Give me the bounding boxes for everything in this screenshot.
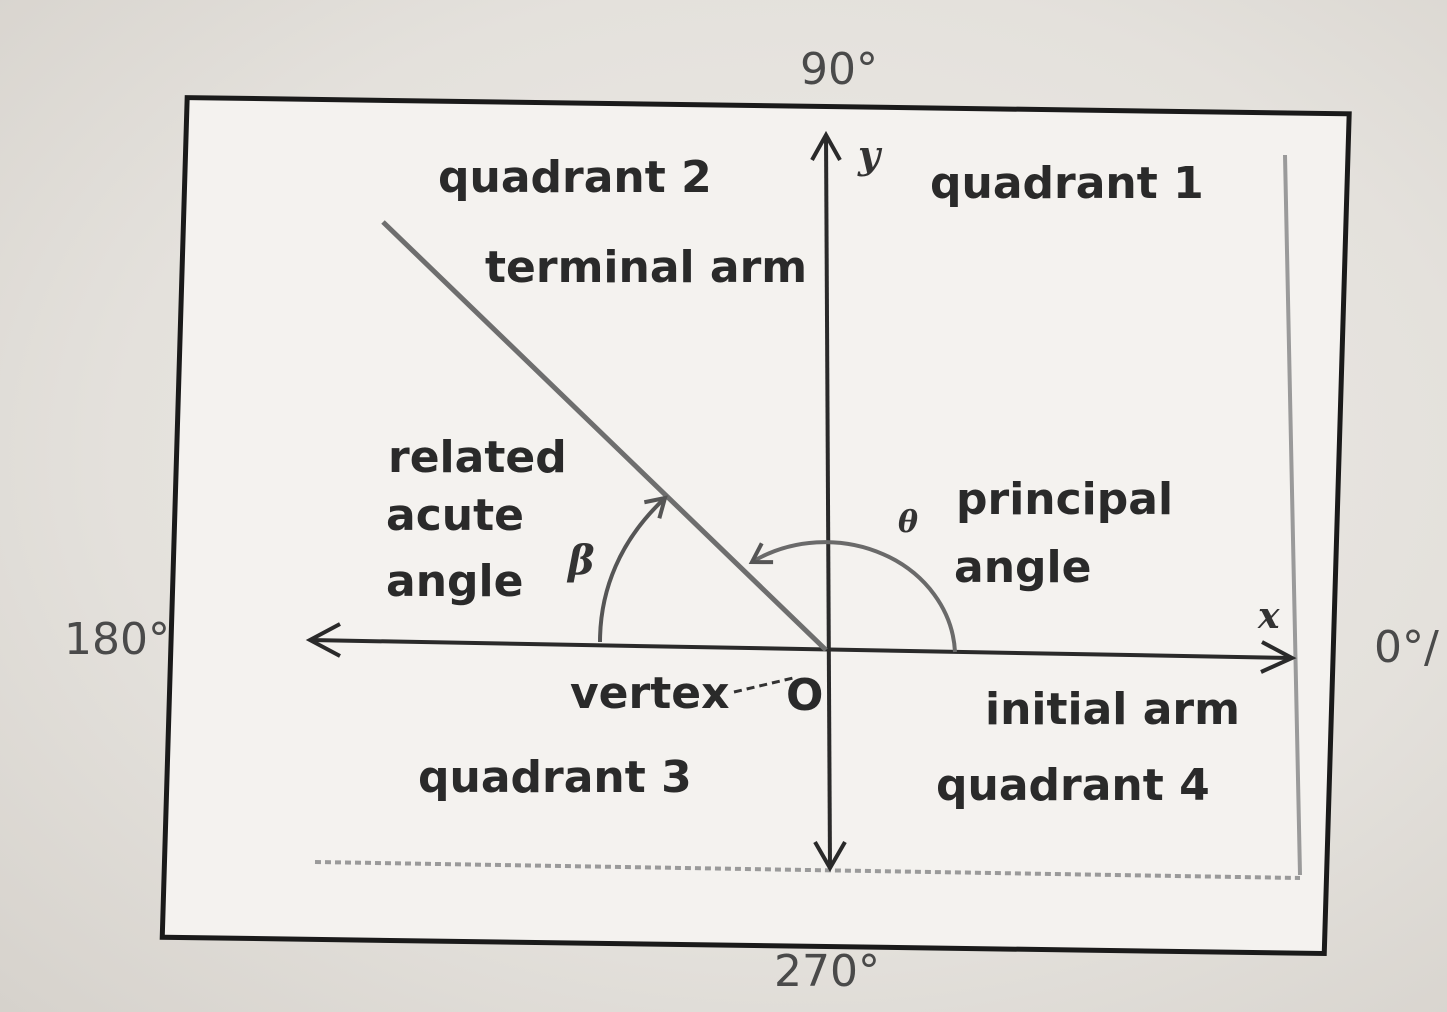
x-axis bbox=[309, 638, 1293, 660]
x-axis-label: x bbox=[1257, 595, 1280, 637]
theta-symbol: θ bbox=[898, 505, 918, 540]
quadrant-4-label: quadrant 4 bbox=[936, 760, 1210, 811]
inner-frame-bottom bbox=[314, 860, 1301, 880]
y-axis-bottom-arrowhead bbox=[813, 841, 847, 873]
principal-angle-label-line1: principal bbox=[956, 474, 1173, 525]
y-axis bbox=[824, 134, 832, 869]
vertex-label: vertex bbox=[570, 668, 729, 719]
y-axis-label: y bbox=[857, 132, 883, 177]
related-angle-label-line3: angle bbox=[386, 556, 523, 607]
x-axis-right-arrowhead bbox=[1260, 640, 1297, 674]
handwritten-90-degrees: 90° bbox=[800, 44, 878, 95]
terminal-arm bbox=[381, 220, 828, 652]
quadrant-2-label: quadrant 2 bbox=[438, 152, 712, 203]
related-angle-label-line1: related bbox=[388, 432, 567, 483]
handwritten-270-degrees: 270° bbox=[774, 946, 880, 997]
beta-symbol: β bbox=[566, 537, 595, 584]
origin-label: O bbox=[786, 670, 823, 721]
quadrant-3-label: quadrant 3 bbox=[418, 752, 692, 803]
inner-frame-right bbox=[1283, 154, 1302, 876]
related-angle-label-line2: acute bbox=[386, 490, 524, 541]
x-axis-left-arrowhead bbox=[305, 622, 341, 658]
initial-arm-label: initial arm bbox=[985, 684, 1240, 735]
terminal-arm-label: terminal arm bbox=[485, 242, 807, 293]
quadrant-1-label: quadrant 1 bbox=[930, 158, 1204, 209]
vertex-pointer bbox=[733, 676, 794, 694]
related-angle-arc bbox=[598, 495, 668, 643]
handwritten-0-degrees: 0°/ bbox=[1374, 622, 1439, 673]
diagram-frame bbox=[159, 95, 1352, 957]
y-axis-top-arrowhead bbox=[810, 130, 842, 161]
principal-angle-arc bbox=[748, 540, 957, 653]
principal-angle-label-line2: angle bbox=[954, 542, 1091, 593]
handwritten-180-degrees: 180° bbox=[64, 614, 170, 665]
